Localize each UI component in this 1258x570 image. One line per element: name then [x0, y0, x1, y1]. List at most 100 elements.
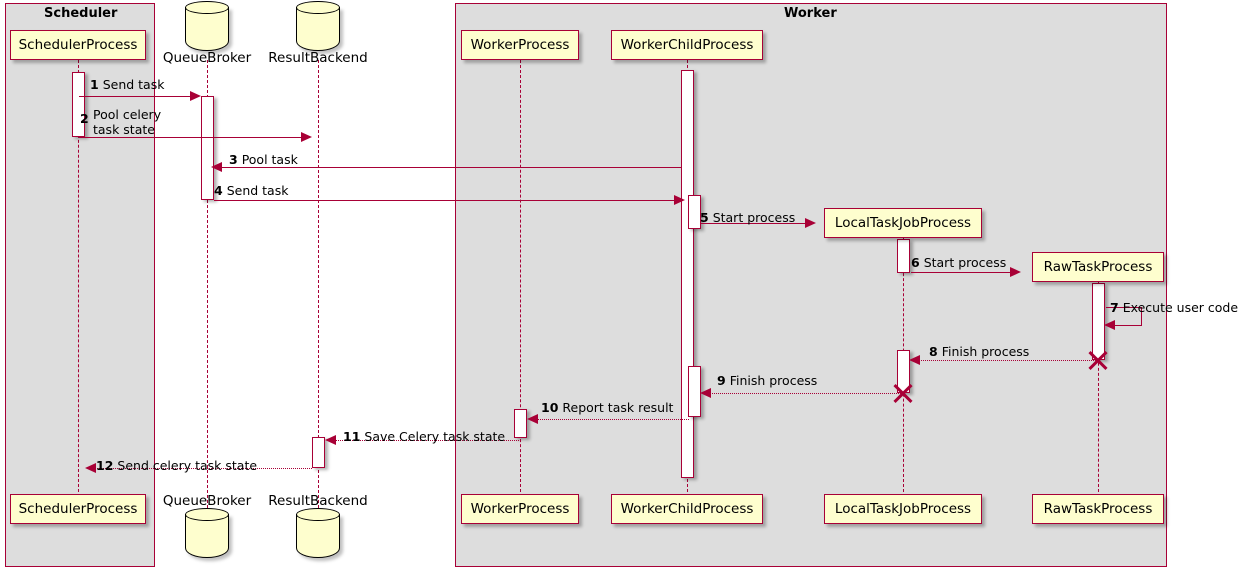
database-result-backend-label-top: ResultBackend [268, 50, 368, 66]
message-7-text: Execute user code [1122, 300, 1239, 315]
message-8-text: Finish process [941, 344, 1030, 359]
message-3-text: Pool task [241, 152, 298, 167]
message-4-arrowhead [674, 195, 685, 205]
message-4-text: Send task [226, 183, 289, 198]
message-9-label: 9 Finish process [717, 374, 817, 388]
participant-raw-task-process-top[interactable]: RawTaskProcess [1032, 252, 1164, 282]
message-1-number: 1 [90, 77, 99, 92]
message-3-label: 3 Pool task [229, 153, 298, 167]
message-7-number: 7 [1110, 300, 1119, 315]
message-7-line-bottom [1108, 325, 1142, 326]
activation-result-backend [312, 437, 325, 468]
participant-scheduler-process-top[interactable]: SchedulerProcess [10, 30, 146, 60]
message-1-label: 1 Send task [90, 78, 164, 92]
message-11-line [329, 440, 521, 441]
message-3-line [214, 167, 682, 168]
message-3-number: 3 [229, 152, 238, 167]
message-6-text: Start process [923, 255, 1007, 270]
lifeline-scheduler-process [78, 60, 79, 492]
activation-scheduler-process [72, 72, 85, 137]
message-5-arrowhead [805, 218, 816, 228]
message-5-line [701, 223, 811, 224]
result-backend-cylinder-lid-bottom [296, 508, 340, 521]
message-2-line [79, 137, 307, 138]
message-2-number: 2 [80, 111, 89, 126]
message-10-label: 10 Report task result [541, 401, 673, 415]
lifeline-result-backend [318, 60, 319, 508]
group-box-worker [455, 3, 1167, 567]
participant-raw-task-process-bottom[interactable]: RawTaskProcess [1032, 494, 1164, 524]
database-queue-broker-label-bottom: QueueBroker [162, 493, 252, 509]
message-2-text-line1: Pool celery [93, 107, 162, 122]
lifeline-queue-broker [207, 60, 208, 508]
message-2-arrowhead [301, 132, 312, 142]
message-7-line-right [1141, 307, 1142, 325]
message-8-arrowhead [909, 355, 920, 365]
message-9-arrowhead [700, 388, 711, 398]
message-1-arrowhead [190, 91, 201, 101]
message-9-text: Finish process [729, 373, 818, 388]
message-11-label: 11 Save Celery task state [343, 430, 505, 444]
database-queue-broker-bottom[interactable]: QueueBroker [163, 493, 251, 568]
queue-broker-cylinder-lid-top [185, 1, 229, 14]
message-10-text: Report task result [562, 400, 674, 415]
message-7-label: 7 Execute user code [1110, 301, 1238, 315]
message-8-line [913, 360, 1096, 361]
participant-worker-process-bottom[interactable]: WorkerProcess [461, 494, 579, 524]
message-9-number: 9 [717, 373, 726, 388]
message-4-number: 4 [214, 183, 223, 198]
message-4-line [214, 200, 680, 201]
participant-worker-process-top[interactable]: WorkerProcess [461, 30, 579, 60]
participant-worker-child-process-bottom[interactable]: WorkerChildProcess [611, 494, 763, 524]
message-8-label: 8 Finish process [929, 345, 1029, 359]
message-11-arrowhead [325, 435, 336, 445]
message-4-label: 4 Send task [214, 184, 288, 198]
message-6-line [911, 272, 1016, 273]
group-title-scheduler: Scheduler [44, 6, 118, 21]
queue-broker-cylinder-lid-bottom [185, 508, 229, 521]
activation-worker-process [514, 409, 527, 438]
participant-scheduler-process-bottom[interactable]: SchedulerProcess [10, 494, 146, 524]
message-5-number: 5 [700, 210, 709, 225]
message-10-arrowhead [527, 414, 538, 424]
group-title-worker: Worker [784, 6, 837, 21]
message-5-label: 5 Start process [700, 211, 795, 225]
participant-worker-child-process-top[interactable]: WorkerChildProcess [611, 30, 763, 60]
queue-broker-cylinder-body-top [185, 7, 229, 51]
message-1-line [79, 96, 196, 97]
message-8-number: 8 [929, 344, 938, 359]
message-1-text: Send task [102, 77, 165, 92]
destroy-marker-local-task-job [891, 381, 915, 405]
message-6-label: 6 Start process [911, 256, 1006, 270]
message-6-arrowhead [1010, 267, 1021, 277]
message-10-number: 10 [541, 400, 559, 415]
message-12-label: 12 Send celery task state [96, 459, 257, 473]
result-backend-cylinder-lid-top [296, 1, 340, 14]
message-6-number: 6 [911, 255, 920, 270]
message-7-arrowhead [1104, 320, 1115, 330]
message-2-number-wrap: 2 [80, 112, 89, 126]
database-queue-broker-label-top: QueueBroker [162, 50, 252, 66]
lifeline-raw-task-process [1098, 282, 1099, 492]
message-12-number: 12 [96, 458, 114, 473]
activation-worker-child-process-nested-1 [688, 195, 701, 229]
message-10-line [531, 419, 689, 420]
database-result-backend-top[interactable]: ResultBackend [268, 1, 368, 66]
message-2-text-line2: task state [93, 122, 155, 137]
message-12-arrowhead [85, 463, 96, 473]
message-7-line-top [1106, 307, 1142, 308]
database-result-backend-bottom[interactable]: ResultBackend [268, 493, 368, 568]
destroy-marker-raw-task-process [1086, 348, 1110, 372]
participant-local-task-job-top[interactable]: LocalTaskJobProcess [824, 208, 982, 238]
message-5-text: Start process [712, 210, 796, 225]
activation-queue-broker [201, 96, 214, 200]
participant-local-task-job-bottom[interactable]: LocalTaskJobProcess [824, 494, 982, 524]
lifeline-worker-process [520, 60, 521, 492]
database-queue-broker-top[interactable]: QueueBroker [163, 1, 251, 66]
database-result-backend-label-bottom: ResultBackend [268, 493, 368, 509]
message-11-text: Save Celery task state [364, 429, 506, 444]
message-11-number: 11 [343, 429, 361, 444]
result-backend-cylinder-body-top [296, 7, 340, 51]
message-12-line [89, 468, 312, 469]
